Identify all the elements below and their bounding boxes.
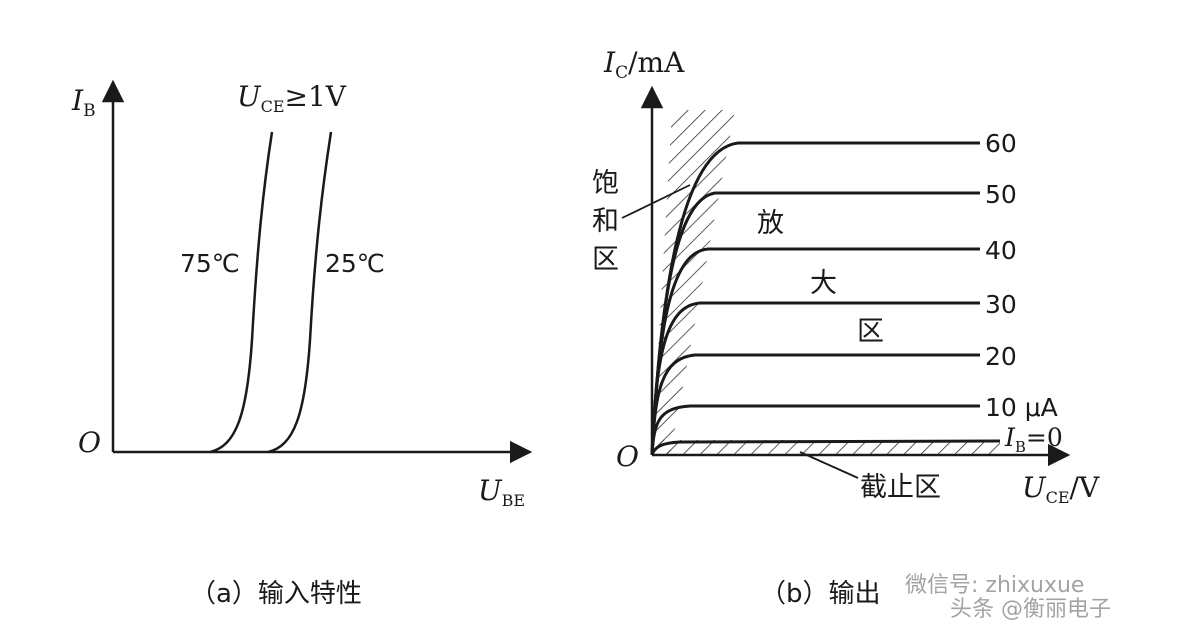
output-curve-label-10: 10 μA	[985, 393, 1058, 422]
output-x-axis-label: UCE/V	[1022, 471, 1100, 507]
output-y-axis-label: IC/mA	[603, 46, 685, 83]
output-curve-label-60: 60	[985, 129, 1017, 158]
input-y-axis-label: IB	[71, 84, 96, 121]
saturation-region-char-1: 饱	[592, 168, 619, 199]
input-curve-25c-label: 25℃	[325, 249, 385, 278]
input-origin-label: O	[78, 426, 101, 459]
active-region-char-2: 大	[810, 268, 837, 299]
output-curve-label-40: 40	[985, 236, 1017, 265]
output-caption: （b）输出	[760, 579, 881, 609]
output-curve-ib-zero	[650, 439, 1001, 456]
cutoff-region-hatch	[652, 440, 1000, 455]
input-characteristic-panel: IB UBE O UCE≥1V 75℃ 25℃ （a）输入特性	[71, 79, 533, 609]
input-curve-25c	[267, 131, 333, 454]
input-caption: （a）输入特性	[190, 579, 362, 609]
output-curve-label-20: 20	[985, 342, 1017, 371]
output-curve-30	[650, 301, 980, 456]
cutoff-leader-line	[799, 451, 859, 479]
output-ib-zero-label: IB=0	[1004, 423, 1063, 456]
input-curve-75c	[209, 131, 274, 454]
watermark-line-1: 微信号: zhixuxue	[905, 573, 1084, 598]
input-x-axis-label: UBE	[478, 474, 525, 510]
input-curve-75c-label: 75℃	[180, 249, 240, 278]
output-curve-label-50: 50	[985, 180, 1017, 209]
cutoff-region-label: 截止区	[860, 472, 941, 503]
output-curve-10	[650, 404, 980, 456]
saturation-region-char-2: 和	[592, 206, 619, 237]
active-region-char-1: 放	[757, 208, 784, 239]
output-characteristic-panel: IC/mA UCE/V O 60 50 40 30 20 10 μA IB=0 …	[592, 46, 1100, 609]
watermark-line-2: 头条 @衡丽电子	[950, 597, 1111, 622]
saturation-region-hatch	[652, 110, 735, 455]
output-curve-label-30: 30	[985, 290, 1017, 319]
watermark: 微信号: zhixuxue 头条 @衡丽电子	[905, 573, 1111, 622]
saturation-region-char-3: 区	[592, 244, 619, 275]
active-region-char-3: 区	[857, 316, 884, 347]
output-origin-label: O	[616, 440, 639, 473]
input-condition-label: UCE≥1V	[237, 80, 347, 116]
saturation-leader-line	[621, 184, 691, 219]
